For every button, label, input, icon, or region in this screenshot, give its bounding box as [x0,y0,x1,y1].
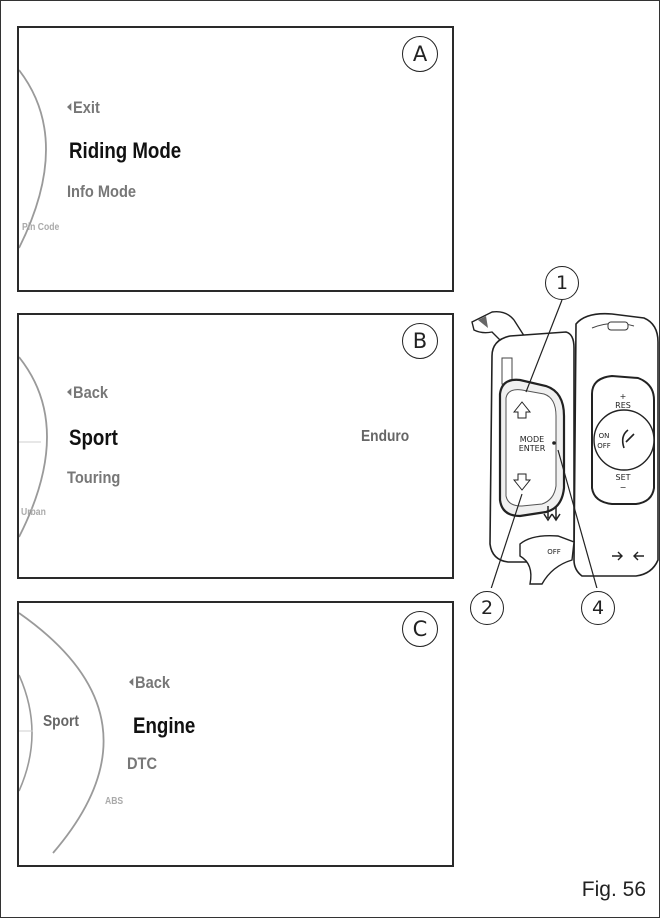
handlebar-controls-illustration: MODE ENTER RES + SET − ON OFF OFF [471,299,659,588]
back-arrow-icon [67,387,72,396]
back-arrow-icon [67,102,72,111]
screen-panel-b: B Back Sport Touring Urban Enduro [17,313,454,579]
callout-2: 2 [470,591,504,625]
menu-back-item: Back [129,673,170,693]
menu-far-item: ABS [105,796,124,807]
screen-panel-a: A Exit Riding Mode Info Mode Pin Code [17,26,454,292]
menu-selected-item: Riding Mode [69,138,182,163]
speedometer-icon [621,429,635,449]
menu-back-item: Back [67,383,108,403]
svg-text:+: + [620,392,627,401]
screen-panel-c: C Sport Back Engine DTC ABS [17,601,454,867]
menu-selected-item: Engine [133,713,196,738]
figure-label: Fig. 56 [581,878,646,901]
menu-far-item: Pin Code [22,222,60,233]
mode-enter-label-1: MODE [520,435,544,444]
menu-next-item: Info Mode [67,182,137,201]
set-label: SET [615,473,630,482]
menu-parent-item: Sport [43,713,79,730]
on-label: ON [599,432,610,440]
mode-enter-label-2: ENTER [519,444,546,453]
menu-arc [19,69,47,249]
menu-next-item: DTC [127,754,158,773]
off-bottom-label: OFF [547,548,561,556]
menu-back-item: Exit [67,98,100,118]
menu-side-item: Enduro [361,428,410,445]
off-label: OFF [597,442,611,450]
panel-letter-a: A [402,36,438,72]
callout-1: 1 [545,266,579,300]
callout-4: 4 [581,591,615,625]
menu-far-item: Urban [21,507,46,518]
menu-selected-item: Sport [69,425,118,450]
menu-arcs [19,612,105,854]
svg-text:−: − [620,483,627,492]
res-label: RES [615,401,631,410]
back-arrow-icon [129,677,134,686]
menu-arc [19,356,48,538]
panel-letter-c: C [402,611,438,647]
menu-next-item: Touring [67,468,121,487]
panel-letter-b: B [402,323,438,359]
